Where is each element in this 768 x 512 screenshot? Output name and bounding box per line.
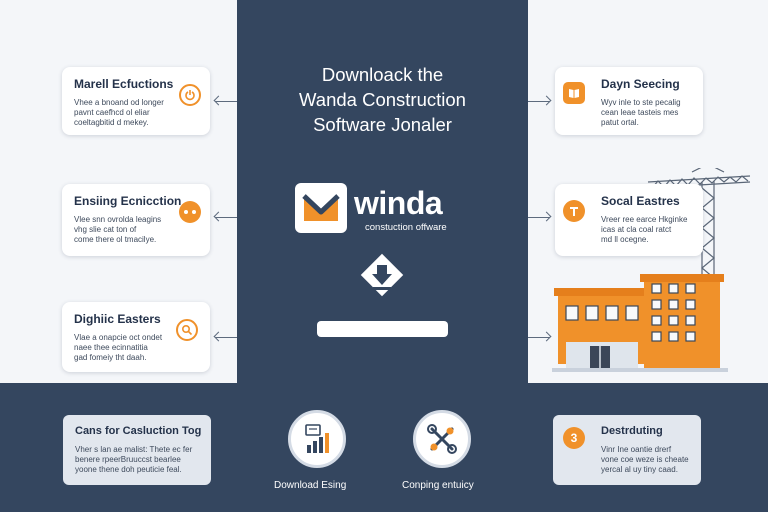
arrow-right-2: [528, 212, 550, 222]
left-card-text: Vlee snn ovrolda leagins vhg slie cat to…: [74, 215, 162, 244]
tool-icon: [563, 200, 585, 222]
power-icon: [179, 84, 201, 106]
dots-icon: [179, 201, 201, 223]
left-card-1: Marell Ecfuctions Vhee a bnoand od longe…: [62, 67, 210, 135]
left-card-text: Vhee a bnoand od longer pavnt caefhcd ol…: [74, 98, 164, 127]
title-line-1: Downloack the: [321, 64, 444, 85]
arrow-left-2: [215, 212, 237, 222]
bottom-card-text: Vher s lan ae malist: Thete ec fer bener…: [75, 445, 193, 474]
arrow-left-1: [215, 96, 237, 106]
arrow-right-1: [528, 96, 550, 106]
arrow-right-3: [528, 332, 550, 342]
brand-subtitle: constuction offware: [365, 222, 447, 233]
bottom-card-left: Cans for Casluction Tog Vher s lan ae ma…: [63, 415, 211, 485]
download-progress-bar[interactable]: [317, 321, 448, 337]
bottom-card-title: Cans for Casluction Tog: [75, 425, 202, 437]
search-icon: [176, 319, 198, 341]
download-action-label: Download Esing: [274, 480, 347, 491]
left-card-text: Vlae a onapcie oct ondet naee thee ecinn…: [74, 333, 163, 362]
configure-action-label: Conping entuicy: [402, 480, 474, 491]
right-card-text: Wyv inle to ste pecalig cean leae tastei…: [601, 98, 681, 127]
winda-logo-icon: [295, 183, 347, 233]
left-card-3: Dighiic Easters Vlae a onapcie oct ondet…: [62, 302, 210, 372]
left-card-title: Dighiic Easters: [74, 312, 161, 326]
bottom-card-right: 3 Destrduting Vinr Ine oantie drerf vone…: [553, 415, 701, 485]
right-card-title: Socal Eastres: [601, 194, 680, 208]
page-title: Downloack the Wanda Construction Softwar…: [237, 62, 528, 137]
title-line-2: Wanda Construction: [299, 89, 466, 110]
left-card-title: Marell Ecfuctions: [74, 77, 174, 91]
download-icon[interactable]: [357, 250, 407, 300]
left-card-2: Ensiing Ecnicction Vlee snn ovrolda leag…: [62, 184, 210, 256]
right-card-text: Vreer ree earce Hkginke icas at cla coal…: [601, 215, 688, 244]
right-card-2: Socal Eastres Vreer ree earce Hkginke ic…: [555, 184, 703, 256]
center-panel: [237, 0, 528, 383]
chart-icon: [305, 424, 329, 453]
title-line-3: Software Jonaler: [313, 114, 452, 135]
right-card-1: Dayn Seecing Wyv inle to ste pecalig cea…: [555, 67, 703, 135]
bottom-card-title: Destrduting: [601, 425, 663, 437]
tools-icon: [427, 424, 457, 454]
download-action-button[interactable]: [288, 410, 346, 468]
configure-action-button[interactable]: [413, 410, 471, 468]
right-card-title: Dayn Seecing: [601, 77, 680, 91]
left-card-title: Ensiing Ecnicction: [74, 194, 182, 208]
book-icon: [563, 82, 585, 104]
number-badge: 3: [563, 427, 585, 449]
bottom-card-text: Vinr Ine oantie drerf vone coe weze is c…: [601, 445, 689, 474]
arrow-left-3: [215, 332, 237, 342]
brand-name: winda: [354, 185, 443, 221]
